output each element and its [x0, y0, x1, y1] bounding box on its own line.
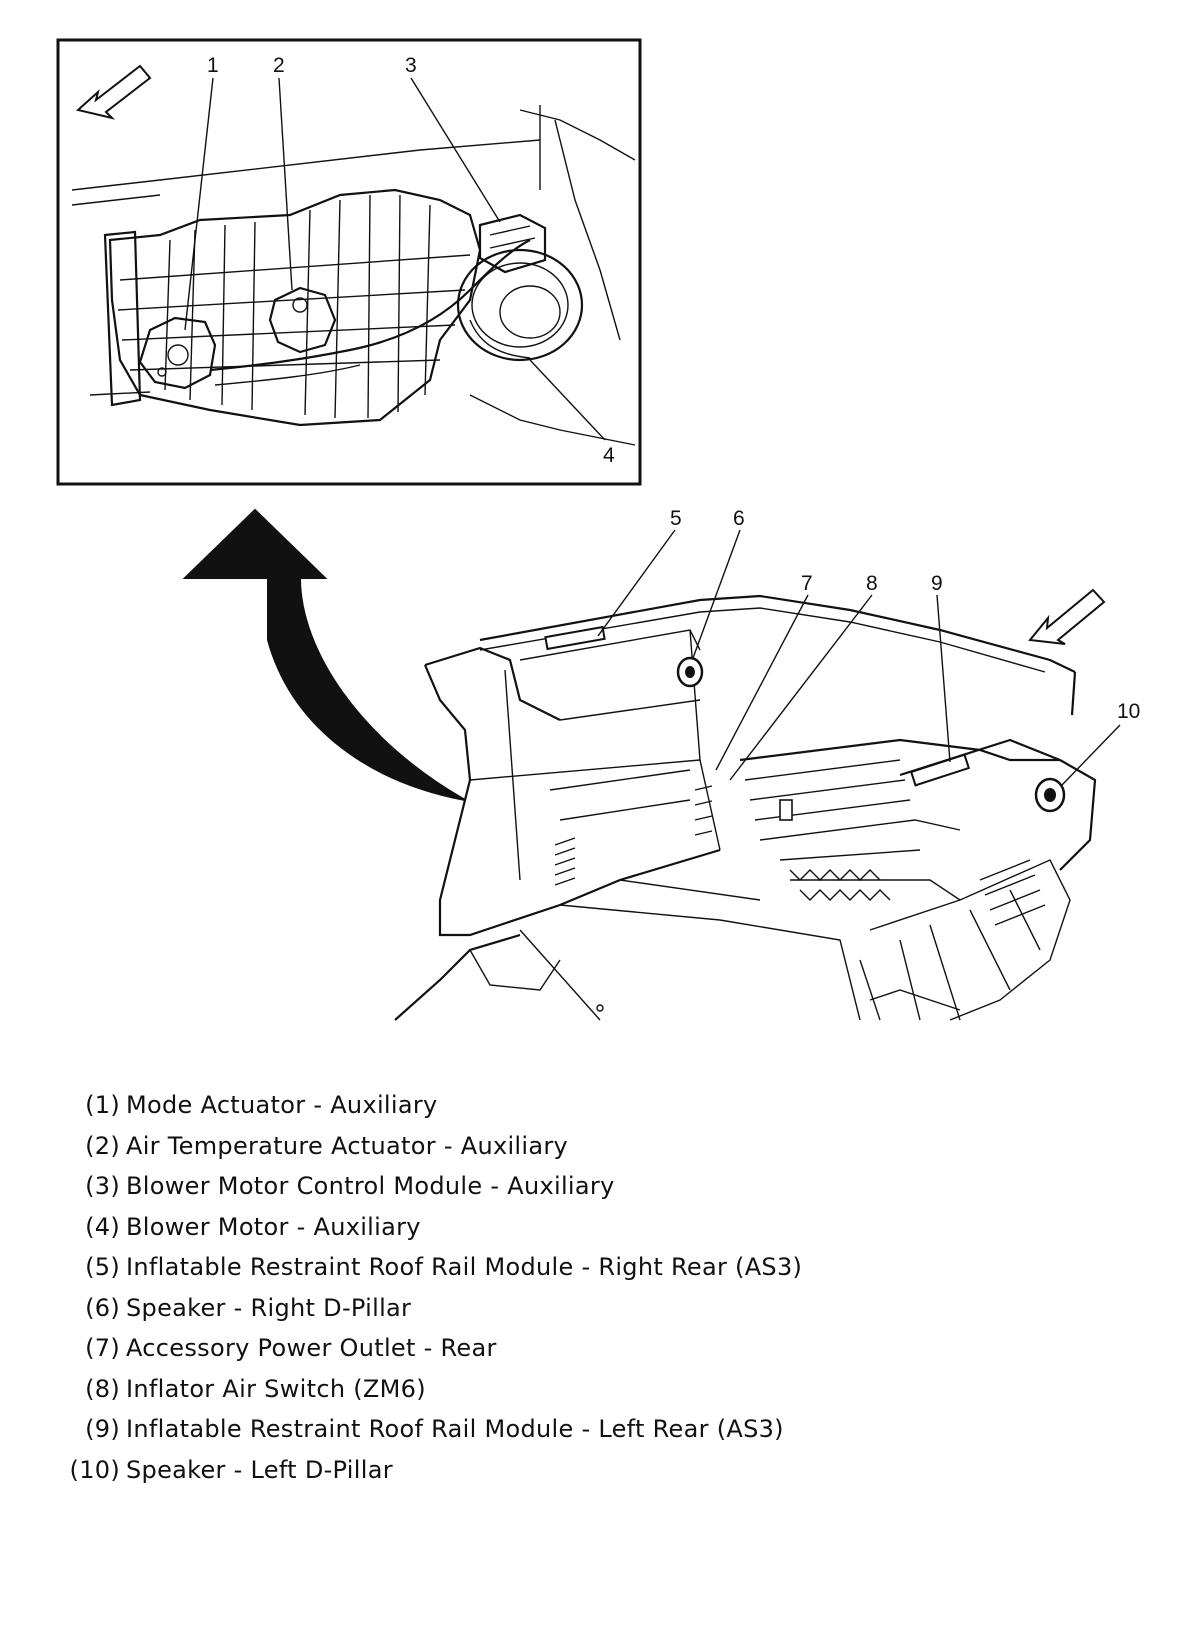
component-location-diagram: 1 2 3 4 — [56, 38, 1140, 1021]
callout-7: 7 — [801, 572, 813, 595]
callout-8: 8 — [866, 572, 878, 595]
legend-label: Inflator Air Switch (ZM6) — [126, 1374, 426, 1403]
legend-label: Accessory Power Outlet - Rear — [126, 1334, 497, 1363]
roof-rail-module-right — [544, 625, 606, 651]
main-vehicle-view: 5 6 7 8 9 10 — [394, 507, 1140, 1021]
callout-3: 3 — [405, 54, 417, 77]
callout-5: 5 — [670, 507, 682, 530]
legend-number: (9) — [85, 1415, 120, 1444]
legend-item: (6) Speaker - Right D-Pillar — [58, 1288, 1058, 1329]
legend-number: (1) — [85, 1091, 120, 1120]
legend-number: (3) — [85, 1172, 120, 1201]
legend-label: Blower Motor Control Module - Auxiliary — [126, 1172, 615, 1201]
component-legend: (1) Mode Actuator - Auxiliary (2) Air Te… — [58, 1085, 1058, 1490]
legend-label: Blower Motor - Auxiliary — [126, 1212, 421, 1241]
legend-item: (10) Speaker - Left D-Pillar — [58, 1450, 1058, 1491]
legend-label: Speaker - Left D-Pillar — [126, 1455, 393, 1484]
legend-number: (5) — [85, 1253, 120, 1282]
legend-number: (4) — [85, 1212, 120, 1241]
legend-item: (2) Air Temperature Actuator - Auxiliary — [58, 1126, 1058, 1167]
callout-10: 10 — [1117, 700, 1140, 723]
legend-item: (7) Accessory Power Outlet - Rear — [58, 1328, 1058, 1369]
legend-number: (2) — [85, 1131, 120, 1160]
legend-item: (8) Inflator Air Switch (ZM6) — [58, 1369, 1058, 1410]
legend-item: (5) Inflatable Restraint Roof Rail Modul… — [58, 1247, 1058, 1288]
direction-arrow-icon — [75, 64, 152, 120]
direction-arrow-icon — [1028, 588, 1106, 645]
legend-label: Inflatable Restraint Roof Rail Module - … — [126, 1253, 803, 1282]
legend-item: (4) Blower Motor - Auxiliary — [58, 1207, 1058, 1248]
inset-frame — [56, 38, 642, 486]
legend-number: (10) — [69, 1455, 120, 1484]
callout-6: 6 — [733, 507, 745, 530]
inset-detail-view: 1 2 3 4 — [56, 38, 642, 486]
roof-rail-module-left — [909, 753, 971, 787]
curved-arrow-icon — [182, 508, 466, 801]
callout-9: 9 — [931, 572, 943, 595]
legend-label: Mode Actuator - Auxiliary — [126, 1091, 438, 1120]
legend-number: (8) — [85, 1374, 120, 1403]
legend-label: Speaker - Right D-Pillar — [126, 1293, 412, 1322]
legend-item: (1) Mode Actuator - Auxiliary — [58, 1085, 1058, 1126]
legend-item: (9) Inflatable Restraint Roof Rail Modul… — [58, 1409, 1058, 1450]
legend-label: Air Temperature Actuator - Auxiliary — [126, 1131, 569, 1160]
callout-1: 1 — [207, 54, 219, 77]
legend-label: Inflatable Restraint Roof Rail Module - … — [126, 1415, 784, 1444]
callout-2: 2 — [273, 54, 285, 77]
legend-number: (6) — [85, 1293, 120, 1322]
callout-4: 4 — [603, 444, 615, 467]
legend-number: (7) — [85, 1334, 120, 1363]
legend-item: (3) Blower Motor Control Module - Auxili… — [58, 1166, 1058, 1207]
